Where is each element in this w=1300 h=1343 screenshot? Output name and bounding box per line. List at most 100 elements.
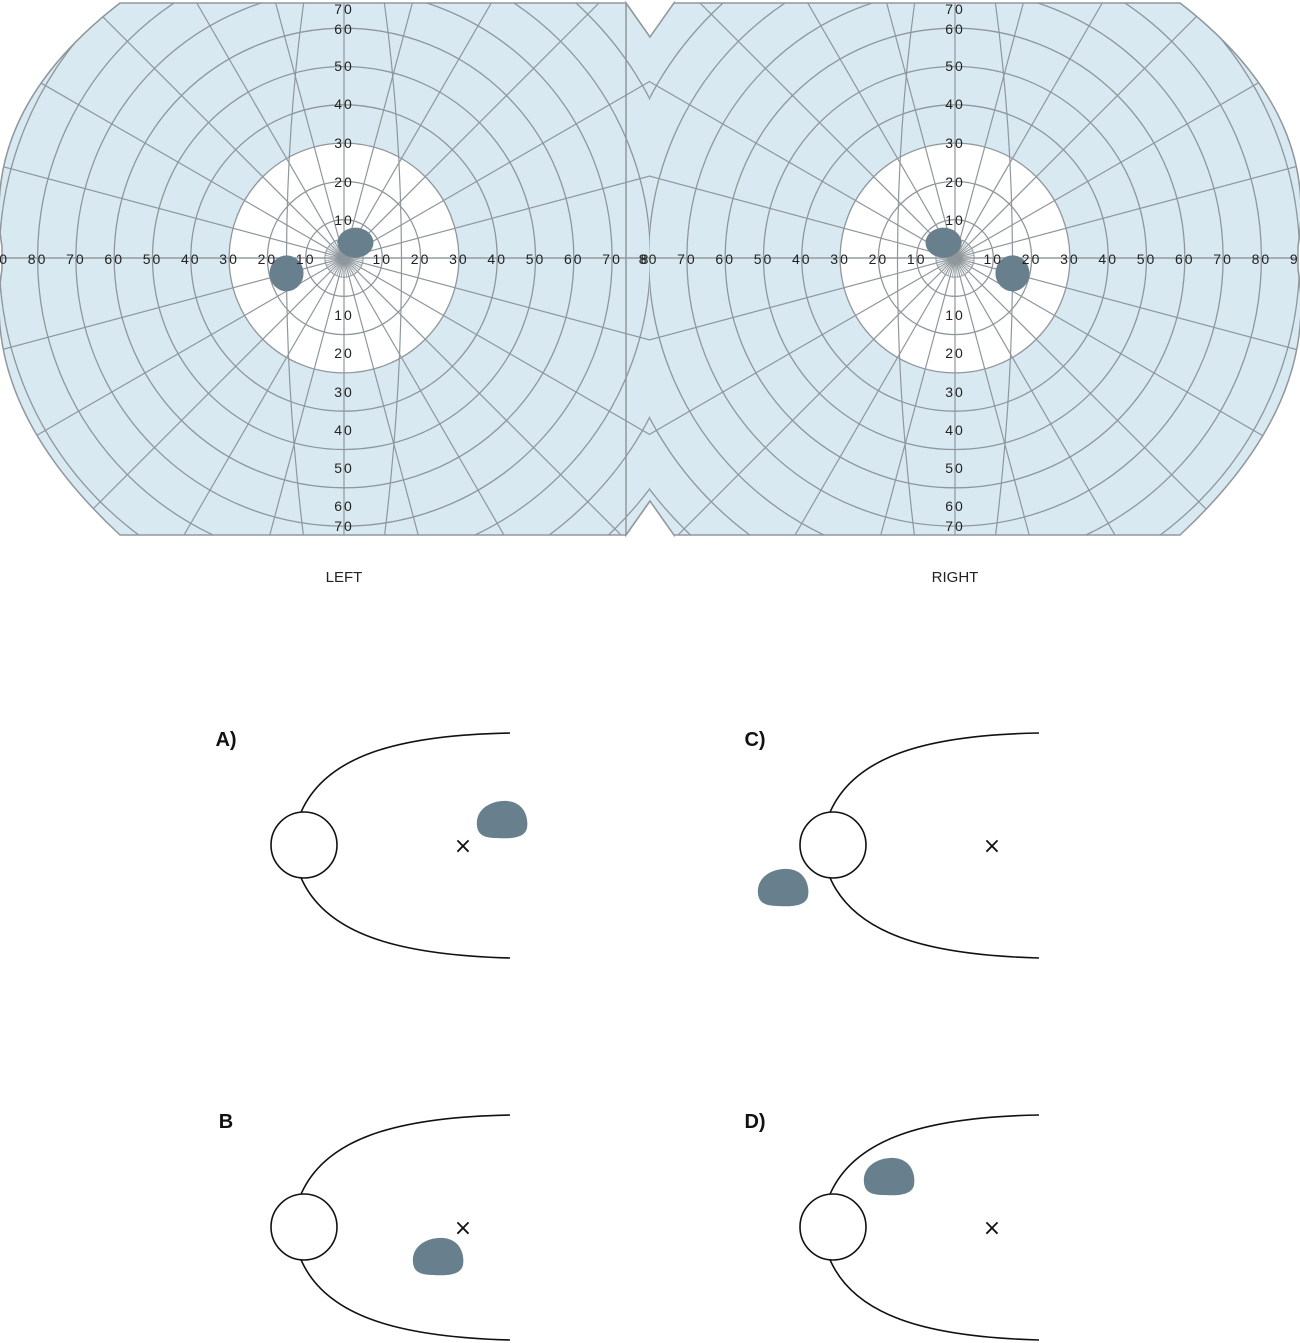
grid-spoke <box>954 3 1300 259</box>
left-visual-field-chart: 9080706050403020101020304050607080 70605… <box>0 0 675 586</box>
grid-spoke <box>343 3 651 259</box>
horizontal-tick-label: 90 <box>1290 251 1300 267</box>
grid-spoke-inner <box>954 257 958 278</box>
grid-spoke <box>0 3 345 259</box>
horizontal-tick-label: 80 <box>639 251 659 267</box>
grid-spoke <box>650 257 956 535</box>
grid-spoke <box>208 257 345 535</box>
grid-spoke-inner <box>939 257 956 270</box>
option-panel-4[interactable]: D) × <box>744 1111 1040 1341</box>
vertical-tick-label: 30 <box>334 135 354 151</box>
option-panel-3[interactable]: C)× <box>744 729 1040 959</box>
grid-spoke <box>343 257 651 394</box>
horizontal-tick-label: 40 <box>1098 251 1118 267</box>
grid-spoke-inner <box>328 257 345 270</box>
grid-spoke-inner <box>332 257 345 274</box>
grid-spoke-inner <box>326 250 345 259</box>
grid-spoke-inner <box>952 257 956 278</box>
fixation-marker: × <box>983 1216 1001 1241</box>
grid-spoke-inner <box>332 242 345 259</box>
vertical-tick-label: 60 <box>945 498 965 514</box>
horizontal-tick-label: 90 <box>0 251 9 267</box>
horizontal-tick-label: 40 <box>181 251 201 267</box>
vertical-tick-label: 10 <box>334 212 354 228</box>
scotoma-temporal <box>995 255 1030 292</box>
grid-spoke-inner <box>343 257 360 270</box>
right-polar-grid <box>650 3 1300 535</box>
grid-spoke <box>83 257 345 535</box>
grid-spoke <box>954 257 1300 394</box>
vertical-tick-label: 40 <box>334 96 354 112</box>
optic-disc <box>270 1193 338 1261</box>
right-visual-field-chart: 8070605040302010102030405060708090 70605… <box>625 0 1300 586</box>
grid-spoke <box>0 257 345 519</box>
grid-spoke-inner <box>947 257 956 276</box>
scotoma-superior <box>925 227 962 258</box>
horizontal-tick-label: 30 <box>1060 251 1080 267</box>
vertical-tick-label: 50 <box>334 58 354 74</box>
grid-spoke <box>819 257 956 535</box>
grid-spoke <box>0 257 345 535</box>
grid-spoke <box>0 257 345 394</box>
vertical-tick-label: 10 <box>334 307 354 323</box>
scotoma-temporal <box>269 255 304 292</box>
horizontal-tick-label: 30 <box>830 251 850 267</box>
grid-spoke <box>83 3 345 259</box>
grid-spoke <box>954 3 1300 259</box>
grid-spoke <box>954 257 1091 535</box>
horizontal-tick-label: 70 <box>66 251 86 267</box>
retina-outline <box>826 1114 1040 1341</box>
grid-spoke <box>819 3 956 259</box>
horizontal-tick-label: 60 <box>1175 251 1195 267</box>
grid-spoke-inner <box>937 257 956 266</box>
horizontal-tick-label: 20 <box>869 251 889 267</box>
vertical-tick-label: 60 <box>334 21 354 37</box>
option-panel-2[interactable]: B× <box>219 1111 511 1341</box>
vertical-tick-label: 10 <box>945 307 965 323</box>
grid-spoke <box>343 122 651 259</box>
vertical-tick-label: 40 <box>945 96 965 112</box>
vertical-tick-label: 70 <box>945 1 965 17</box>
horizontal-tick-label: 40 <box>792 251 812 267</box>
option-letter: D) <box>744 1111 765 1133</box>
vertical-tick-label: 20 <box>334 174 354 190</box>
meridian-arc <box>383 3 403 535</box>
left-field-outline <box>0 0 675 538</box>
grid-spoke-inner <box>954 257 971 270</box>
lesion <box>757 868 809 907</box>
lesion <box>476 800 528 839</box>
fixation-marker: × <box>454 834 472 859</box>
vertical-tick-label: 50 <box>945 460 965 476</box>
grid-spoke <box>343 257 605 535</box>
grid-spoke-inner <box>954 257 973 266</box>
right-eye-label: RIGHT <box>932 569 979 586</box>
horizontal-tick-label: 20 <box>258 251 278 267</box>
grid-spoke-inner <box>943 257 956 274</box>
grid-spoke-inner <box>341 257 345 278</box>
horizontal-tick-label: 60 <box>104 251 124 267</box>
vertical-tick-label: 50 <box>945 58 965 74</box>
lesion <box>412 1237 464 1276</box>
vertical-tick-label: 60 <box>334 498 354 514</box>
fixation-marker: × <box>983 834 1001 859</box>
grid-spoke-inner <box>954 250 973 259</box>
vertical-tick-label: 30 <box>945 135 965 151</box>
grid-spoke-inner <box>343 257 356 274</box>
right-horizontal-degree-labels: 8070605040302010102030405060708090 <box>639 251 1300 267</box>
grid-spoke-inner <box>328 246 345 259</box>
grid-spoke <box>954 3 1091 259</box>
lesion <box>863 1157 915 1196</box>
horizontal-tick-label: 50 <box>1137 251 1157 267</box>
meridian-arc <box>896 3 916 535</box>
grid-spoke <box>650 122 956 259</box>
option-panel-1[interactable]: A) × <box>215 729 528 959</box>
horizontal-tick-label: 50 <box>526 251 546 267</box>
option-letter: A) <box>215 729 236 751</box>
horizontal-tick-label: 60 <box>564 251 584 267</box>
vertical-tick-label: 30 <box>945 384 965 400</box>
retina-outline <box>826 732 1040 959</box>
grid-spoke <box>0 3 345 259</box>
grid-spoke-inner <box>336 257 345 276</box>
optic-disc <box>799 1193 867 1261</box>
